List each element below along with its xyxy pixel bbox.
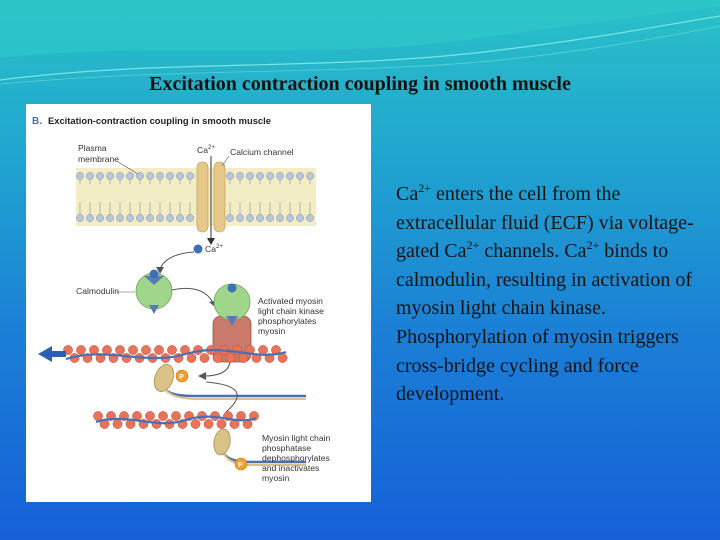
label-phosphatase-3: dephosphorylates: [262, 453, 330, 463]
slide-title: Excitation contraction coupling in smoot…: [0, 73, 720, 96]
label-phosphatase-5: myosin: [262, 473, 289, 483]
label-ca-extracellular: Ca2+: [197, 145, 215, 155]
figure-heading: Excitation-contraction coupling in smoot…: [48, 115, 271, 126]
contraction-arrow: [38, 346, 66, 362]
label-calmodulin: Calmodulin: [76, 286, 119, 296]
label-plasma-membrane-1: Plasma: [78, 143, 107, 153]
label-phosphatase-1: Myosin light chain: [262, 433, 331, 443]
label-activated-4: myosin: [258, 326, 285, 336]
label-activated-2: light chain kinase: [258, 306, 324, 316]
label-activated-3: phosphorylates: [258, 316, 316, 326]
phosphate-2: P: [238, 462, 243, 469]
label-calcium-channel: Calcium channel: [230, 147, 294, 157]
label-phosphatase-2: phosphatase: [262, 443, 311, 453]
diagram-figure: B. Excitation-contraction coupling in sm…: [26, 104, 371, 502]
figure-heading-letter: B.: [32, 116, 42, 127]
label-plasma-membrane-2: membrane: [78, 154, 119, 164]
calmodulin: [136, 270, 172, 315]
calcium-ion: [194, 245, 203, 254]
label-activated-1: Activated myosin: [258, 296, 323, 306]
label-phosphatase-4: and inactivates: [262, 463, 319, 473]
phosphate-1: P: [179, 374, 184, 381]
slide-body-text: Ca2+ enters the cell from the extracellu…: [396, 180, 696, 409]
label-ca-intracellular: Ca2+: [205, 244, 223, 254]
